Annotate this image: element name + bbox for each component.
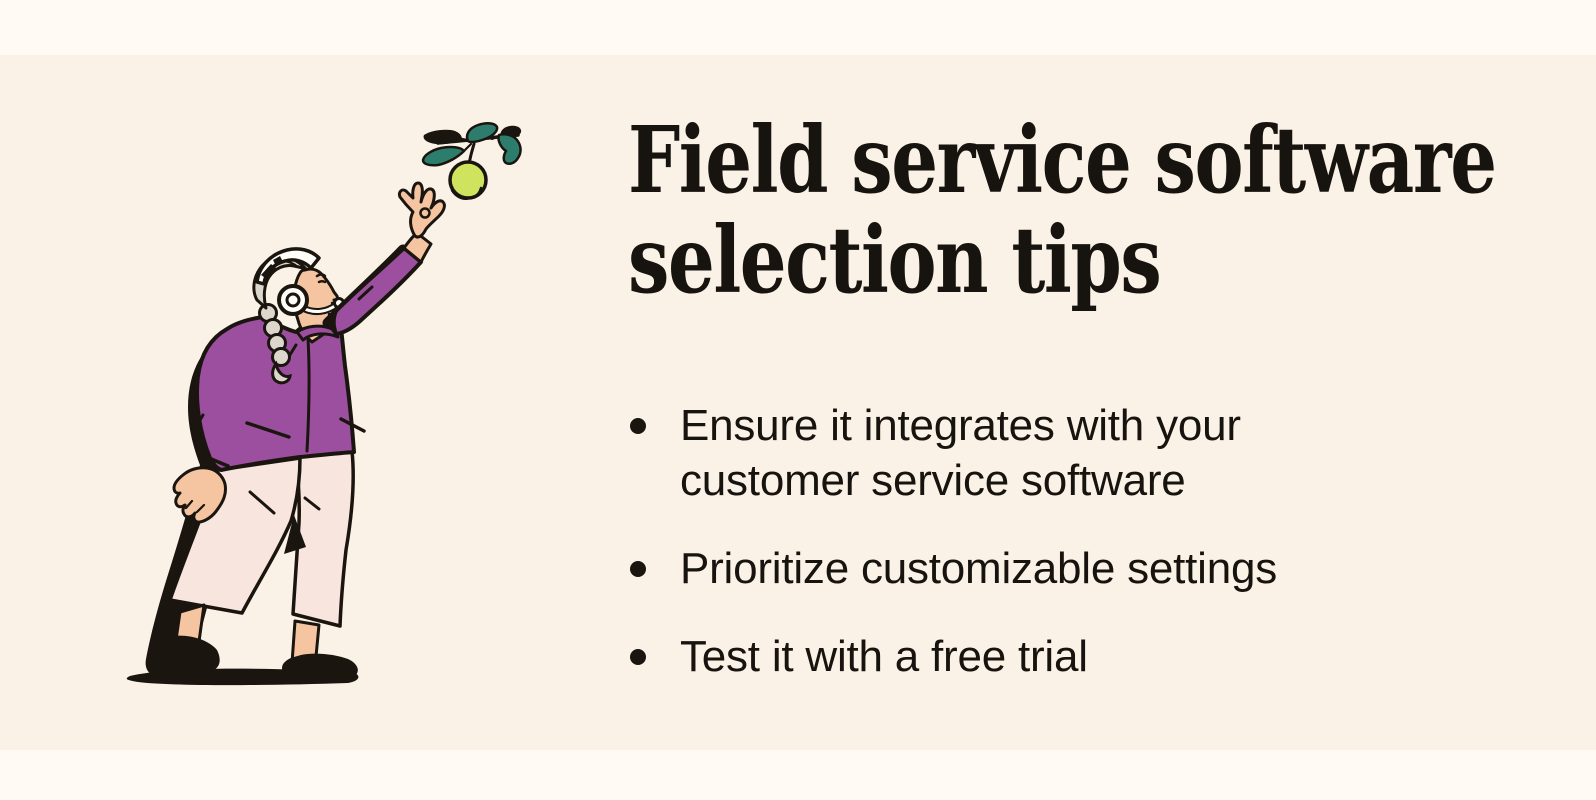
list-item: Prioritize customizable settings xyxy=(628,541,1340,596)
leaf-right xyxy=(497,132,522,166)
bullet-dot-icon xyxy=(630,561,646,577)
page-title-line1: Field service software xyxy=(628,106,1497,214)
list-item: Test it with a free trial xyxy=(628,629,1340,684)
apple-branch xyxy=(421,122,522,201)
leaf-top xyxy=(465,122,499,144)
headset xyxy=(255,247,345,316)
page-title-line2: selection tips xyxy=(628,206,1162,314)
collar xyxy=(295,324,340,342)
tips-list: Ensure it integrates with your customer … xyxy=(628,398,1340,684)
tip-text: Prioritize customizable settings xyxy=(680,544,1277,593)
bullet-dot-icon xyxy=(630,418,646,434)
hanging-hand xyxy=(172,466,227,524)
eye xyxy=(317,280,327,284)
apple xyxy=(448,160,488,200)
raised-arm xyxy=(322,181,446,336)
list-item: Ensure it integrates with your customer … xyxy=(628,398,1340,508)
braid xyxy=(258,303,292,385)
leaf-left xyxy=(421,145,466,167)
bullet-dot-icon xyxy=(630,649,646,665)
eyebrow xyxy=(315,273,327,278)
feet xyxy=(148,603,358,683)
leaf-shadow-left xyxy=(423,129,462,145)
page-title: Field service software selection tips xyxy=(628,110,1497,310)
pants xyxy=(168,449,355,628)
tip-text: Ensure it integrates with your customer … xyxy=(680,401,1241,505)
illustration-woman-reaching-for-apple xyxy=(126,122,522,686)
tip-text: Test it with a free trial xyxy=(680,632,1088,681)
